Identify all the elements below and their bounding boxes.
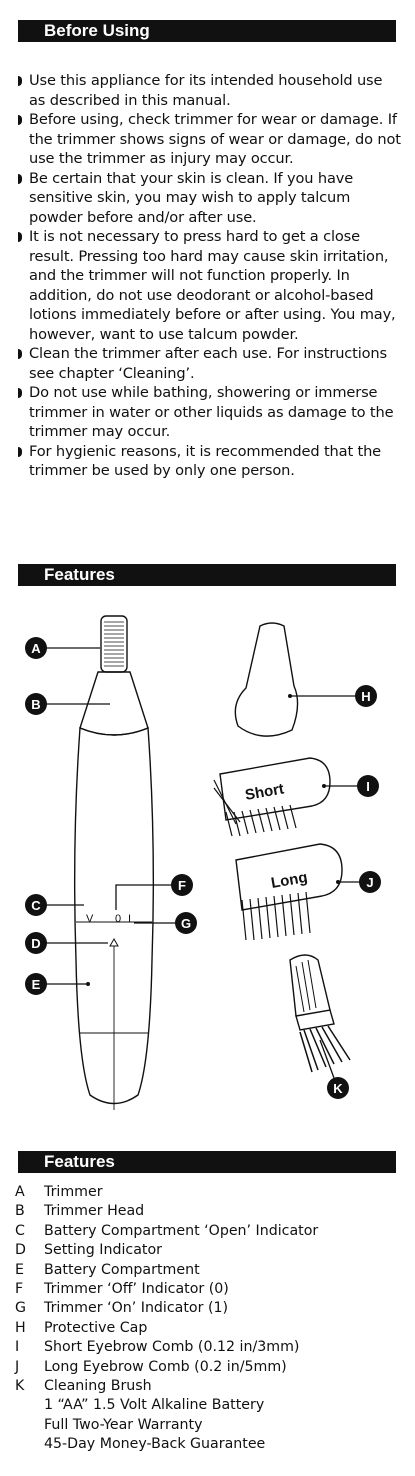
open-indicator-mark: V bbox=[86, 913, 94, 925]
protective-cap-illustration bbox=[234, 622, 299, 737]
svg-text:G: G bbox=[181, 916, 191, 931]
svg-text:K: K bbox=[333, 1081, 343, 1096]
bullet-icon bbox=[18, 115, 22, 125]
list-item: Be certain that your skin is clean. If y… bbox=[18, 169, 402, 228]
before-using-list: Use this appliance for its intended hous… bbox=[18, 71, 402, 481]
short-comb-label: Short bbox=[244, 780, 286, 804]
svg-text:H: H bbox=[361, 689, 370, 704]
long-comb-illustration: Long bbox=[235, 843, 343, 941]
callout-b: B bbox=[25, 693, 110, 715]
short-comb-illustration: Short bbox=[213, 757, 331, 837]
section-header-before-using: Before Using bbox=[18, 20, 396, 42]
bullet-icon bbox=[18, 76, 22, 86]
features-diagram: V 0 I Short Long bbox=[25, 615, 381, 1110]
callout-j: J bbox=[336, 871, 381, 893]
section-header-features-list: Features bbox=[18, 1151, 396, 1173]
cleaning-brush-illustration bbox=[289, 954, 351, 1073]
list-item: Use this appliance for its intended hous… bbox=[18, 71, 402, 110]
long-comb-label: Long bbox=[270, 869, 309, 892]
callout-h: H bbox=[288, 685, 377, 707]
warranty-note: Full Two-Year Warranty bbox=[44, 1416, 203, 1433]
svg-text:B: B bbox=[31, 697, 40, 712]
callout-g: G bbox=[134, 912, 197, 934]
svg-text:E: E bbox=[32, 977, 41, 992]
guarantee-note: 45-Day Money-Back Guarantee bbox=[44, 1436, 266, 1453]
bullet-icon bbox=[18, 388, 22, 398]
svg-text:J: J bbox=[366, 875, 373, 890]
svg-text:I: I bbox=[366, 779, 370, 794]
trimmer-body bbox=[73, 726, 155, 1105]
bullet-icon bbox=[18, 446, 22, 457]
svg-text:F: F bbox=[178, 878, 186, 893]
list-item: Before using, check trimmer for wear or … bbox=[18, 110, 402, 169]
section-header-features-diagram: Features bbox=[18, 564, 396, 586]
svg-text:D: D bbox=[31, 936, 40, 951]
bullet-icon bbox=[18, 173, 22, 184]
bullet-icon bbox=[18, 232, 22, 242]
list-item: For hygienic reasons, it is recommended … bbox=[18, 442, 402, 481]
setting-indicator-triangle bbox=[109, 937, 119, 947]
list-item: Do not use while bathing, showering or i… bbox=[18, 383, 402, 442]
callout-k: K bbox=[319, 1039, 349, 1099]
callout-c: C bbox=[25, 894, 84, 916]
trimmer-illustration bbox=[73, 615, 155, 1110]
included-battery: 1 “AA” 1.5 Volt Alkaline Battery bbox=[44, 1397, 265, 1414]
callout-f: F bbox=[115, 874, 193, 910]
on-indicator-mark: I bbox=[128, 913, 131, 925]
list-item: It is not necessary to press hard to get… bbox=[18, 227, 402, 344]
list-item: Clean the trimmer after each use. For in… bbox=[18, 344, 402, 383]
callout-d: D bbox=[25, 932, 108, 954]
callout-i: I bbox=[322, 775, 379, 797]
svg-text:C: C bbox=[31, 898, 41, 913]
trimmer-head-grill bbox=[100, 615, 128, 673]
bullet-icon bbox=[18, 349, 22, 359]
callout-a: A bbox=[25, 637, 100, 659]
callout-e: E bbox=[25, 973, 90, 995]
svg-text:A: A bbox=[31, 641, 41, 656]
off-indicator-mark: 0 bbox=[115, 913, 121, 925]
grill-lines bbox=[104, 621, 124, 667]
